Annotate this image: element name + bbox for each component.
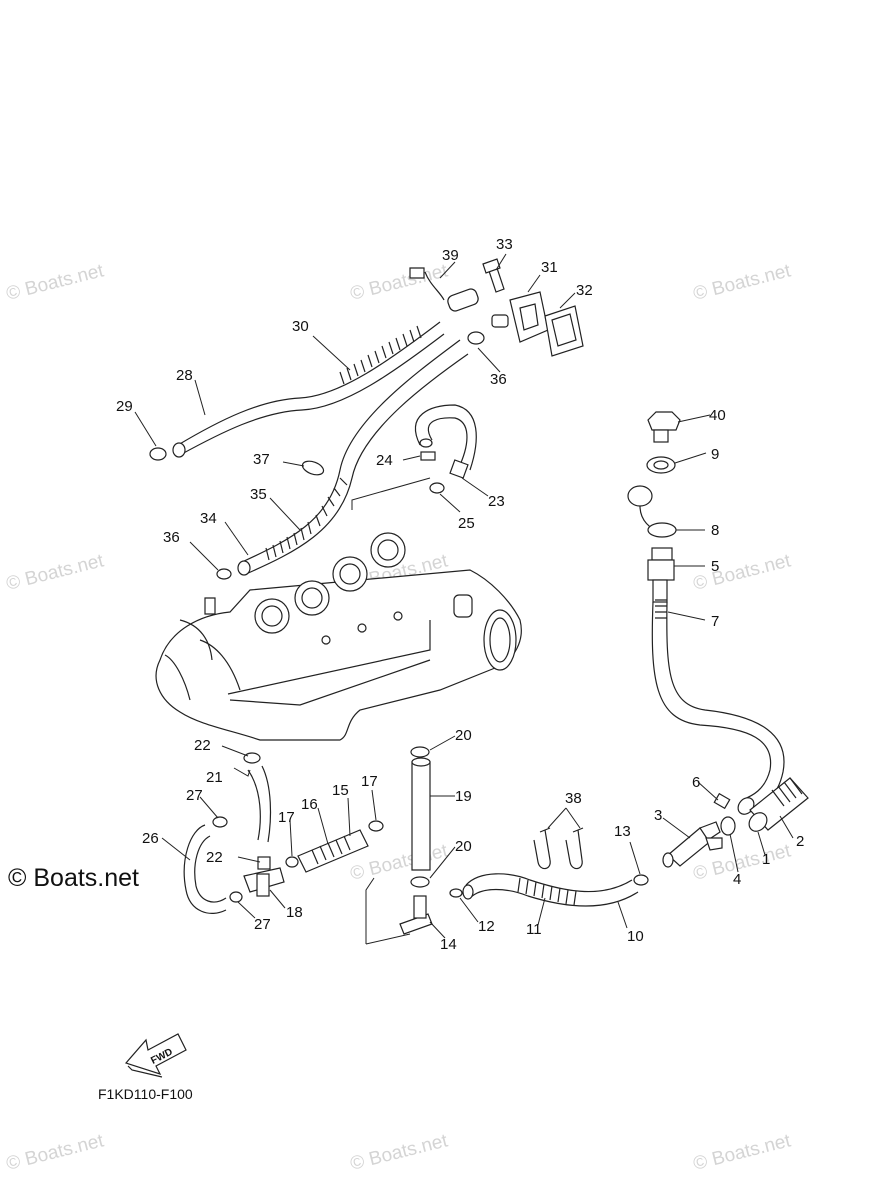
callout-24: 24 bbox=[376, 452, 393, 469]
diagram-code: F1KD110-F100 bbox=[98, 1086, 193, 1102]
watermark: © Boats.net bbox=[4, 550, 106, 595]
hose-15-16 bbox=[285, 820, 384, 873]
tee-14 bbox=[365, 877, 463, 945]
callout-14: 14 bbox=[440, 936, 457, 953]
callout-11: 11 bbox=[526, 921, 542, 938]
callout-22b: 22 bbox=[206, 849, 223, 866]
callout-1: 1 bbox=[762, 851, 770, 868]
watermark: © Boats.net bbox=[348, 260, 450, 305]
exhaust-manifold bbox=[155, 532, 522, 741]
hose-10-11 bbox=[462, 873, 649, 907]
callout-34: 34 bbox=[200, 510, 217, 527]
outlet-hose-2 bbox=[713, 777, 809, 836]
hose-28-30 bbox=[172, 321, 445, 458]
watermark-prominent: © Boats.net bbox=[8, 864, 139, 892]
watermark: © Boats.net bbox=[691, 260, 793, 305]
callout-17a: 17 bbox=[361, 773, 378, 790]
watermark: © Boats.net bbox=[348, 1130, 450, 1175]
corrugation-30 bbox=[339, 325, 422, 385]
callout-labels: 1 2 3 4 5 6 7 8 9 10 11 12 13 14 15 16 1… bbox=[116, 236, 804, 953]
callout-37: 37 bbox=[253, 451, 270, 468]
hose-35-34 bbox=[237, 339, 469, 576]
callout-21: 21 bbox=[206, 769, 223, 786]
hose-21-26 bbox=[183, 752, 285, 914]
watermark: © Boats.net bbox=[691, 1130, 793, 1175]
pipe-19 bbox=[410, 746, 431, 888]
callout-3: 3 bbox=[654, 807, 662, 824]
callout-29: 29 bbox=[116, 398, 133, 415]
callout-19: 19 bbox=[455, 788, 472, 805]
callout-38: 38 bbox=[565, 790, 582, 807]
callout-8: 8 bbox=[711, 522, 719, 539]
callout-18: 18 bbox=[286, 904, 303, 921]
hose-elbow-23 bbox=[414, 404, 477, 479]
callout-5: 5 bbox=[711, 558, 719, 575]
callout-36a: 36 bbox=[490, 371, 507, 388]
callout-22a: 22 bbox=[194, 737, 211, 754]
hangers-38 bbox=[533, 827, 584, 870]
leader-lines-top bbox=[351, 477, 431, 510]
watermark: © Boats.net bbox=[4, 260, 106, 305]
callout-10: 10 bbox=[627, 928, 644, 945]
callout-32: 32 bbox=[576, 282, 593, 299]
fwd-arrow-icon: FWD bbox=[124, 1033, 187, 1078]
callout-26: 26 bbox=[142, 830, 159, 847]
callout-2: 2 bbox=[796, 833, 804, 850]
callout-20b: 20 bbox=[455, 838, 472, 855]
callout-12: 12 bbox=[478, 918, 495, 935]
watermark: © Boats.net bbox=[691, 550, 793, 595]
callout-36b: 36 bbox=[163, 529, 180, 546]
callout-28: 28 bbox=[176, 367, 193, 384]
callout-27a: 27 bbox=[186, 787, 203, 804]
watermark: © Boats.net bbox=[691, 840, 793, 885]
callout-7: 7 bbox=[711, 613, 719, 630]
callout-13: 13 bbox=[614, 823, 631, 840]
leader-lines bbox=[134, 253, 794, 939]
callout-33: 33 bbox=[496, 236, 513, 253]
callout-16: 16 bbox=[301, 796, 318, 813]
callout-20a: 20 bbox=[455, 727, 472, 744]
callout-39: 39 bbox=[442, 247, 459, 264]
callout-23: 23 bbox=[488, 493, 505, 510]
watermark: © Boats.net bbox=[4, 1130, 106, 1175]
callout-35: 35 bbox=[250, 486, 267, 503]
corrugation-35 bbox=[265, 477, 348, 561]
clamps-upper bbox=[149, 447, 445, 580]
bracket-31-32 bbox=[409, 258, 584, 357]
callout-4: 4 bbox=[733, 871, 741, 888]
callout-25: 25 bbox=[458, 515, 475, 532]
callout-27b: 27 bbox=[254, 916, 271, 933]
callout-6: 6 bbox=[692, 774, 700, 791]
callout-9: 9 bbox=[711, 446, 719, 463]
callout-17b: 17 bbox=[278, 809, 295, 826]
callout-40: 40 bbox=[709, 407, 726, 424]
callout-15: 15 bbox=[332, 782, 349, 799]
callout-30: 30 bbox=[292, 318, 309, 335]
flush-fitting-assembly bbox=[627, 411, 785, 815]
callout-31: 31 bbox=[541, 259, 558, 276]
